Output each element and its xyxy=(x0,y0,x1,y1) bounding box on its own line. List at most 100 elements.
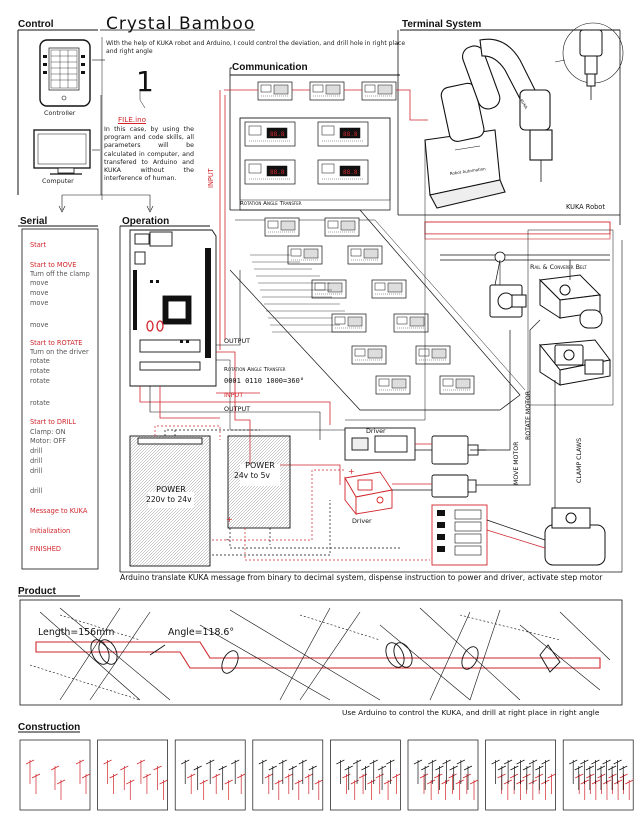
power-sub-1: 220v to 24v xyxy=(146,495,192,504)
serial-item: drill xyxy=(30,447,43,455)
construction-panel-8 xyxy=(562,739,634,811)
serial-item: Start to ROTATE xyxy=(30,339,83,347)
construction-panel-3 xyxy=(174,739,246,811)
serial-item: rotate xyxy=(30,367,50,375)
kuka-robot-label: KUKA Robot xyxy=(566,203,605,211)
serial-item: Motor: OFF xyxy=(30,437,67,445)
control-section xyxy=(17,29,154,213)
serial-item: move xyxy=(30,321,49,329)
power-24-5 xyxy=(227,435,291,529)
serial-item: Turn off the clamp xyxy=(30,270,90,278)
control-heading: Control xyxy=(18,19,54,30)
page-number: 1 xyxy=(136,65,154,98)
operation-heading: Operation xyxy=(122,216,170,227)
serial-item: Turn on the driver xyxy=(30,348,89,356)
construction-panel-2 xyxy=(97,739,168,811)
plus-sign-2: + xyxy=(348,467,355,476)
input-label-2: INPUT xyxy=(224,391,244,399)
serial-item: Start to DRILL xyxy=(30,418,76,426)
op-rotation-label: Rotation Angle Transfer xyxy=(224,367,286,373)
intro-text: With the help of KUKA robot and Arduino,… xyxy=(106,40,406,56)
construction-panels xyxy=(19,739,634,811)
bamboo-product xyxy=(29,607,611,701)
serial-item: rotate xyxy=(30,399,50,407)
serial-item: FINISHED xyxy=(30,545,62,553)
binary-value: 0001 0110 1000=360° xyxy=(224,377,305,385)
construction-heading: Construction xyxy=(18,722,81,733)
serial-heading: Serial xyxy=(20,216,48,227)
construction-panel-7 xyxy=(485,739,556,811)
power-220-24 xyxy=(129,435,211,567)
serial-item: drill xyxy=(30,467,43,475)
construction-panel-4 xyxy=(252,739,324,811)
plus-sign-1: + xyxy=(226,515,233,524)
power-label-1: POWER xyxy=(156,485,186,494)
computer-label: Computer xyxy=(42,177,74,185)
rail-drawing xyxy=(424,221,611,290)
operation-frame xyxy=(119,225,623,573)
page-title: Crystal Bamboo xyxy=(106,14,256,34)
kuka-robot-drawing: Robot Automation KUKA xyxy=(424,38,553,209)
communication-heading: Communication xyxy=(232,62,308,73)
arduino-board xyxy=(129,229,217,387)
operation-caption: Arduino translate KUKA message from bina… xyxy=(120,573,603,582)
comm-rotation-label: Rotation Angle Transfer xyxy=(240,201,302,207)
controller-label: Controller xyxy=(44,109,76,117)
signal-lines xyxy=(139,270,360,485)
move-motor-label: MOVE MOTOR xyxy=(513,441,520,485)
serial-item: drill xyxy=(30,487,43,495)
length-label: Length=156mm xyxy=(38,627,115,638)
driver-1 xyxy=(344,427,416,461)
serial-item: move xyxy=(30,299,49,307)
svg-text:KUKA: KUKA xyxy=(519,98,529,110)
file-label: FILE.ino xyxy=(118,115,147,124)
rotate-motor-label: ROTATE MOTOR xyxy=(525,390,532,440)
move-motor-drawing xyxy=(489,284,527,318)
power-label-2: POWER xyxy=(245,461,275,470)
serial-frame xyxy=(18,225,99,570)
clamp-drawing xyxy=(539,339,611,386)
driver-2 xyxy=(344,471,393,516)
motor-wires xyxy=(345,140,571,549)
angle-label: Angle=118.6° xyxy=(168,627,235,638)
serial-item: Clamp: ON xyxy=(30,428,66,436)
serial-item: Start to MOVE xyxy=(30,261,77,269)
serial-item: rotate xyxy=(30,357,50,365)
communication-frame xyxy=(219,67,428,350)
serial-item: Initialization xyxy=(30,527,71,535)
comm-input-label: INPUT xyxy=(207,168,215,188)
serial-item: drill xyxy=(30,457,43,465)
construction-panel-5 xyxy=(330,739,401,811)
driver-label-1: Driver xyxy=(366,427,386,435)
control-description: In this case, by using the program and c… xyxy=(104,126,194,183)
serial-item: move xyxy=(30,279,49,287)
product-heading: Product xyxy=(18,586,56,597)
terminal-heading: Terminal System xyxy=(402,19,482,30)
serial-item: Message to KUKA xyxy=(30,507,88,515)
product-frame xyxy=(18,595,623,706)
spindle-icon xyxy=(554,22,624,100)
power-wires xyxy=(154,425,430,561)
stepper-motor-2 xyxy=(431,474,477,498)
serial-item: Start xyxy=(30,241,47,249)
relay-board xyxy=(431,504,488,566)
computer-icon xyxy=(33,129,91,175)
product-caption: Use Arduino to control the KUKA, and dri… xyxy=(342,708,600,717)
svg-text:Robot Automation: Robot Automation xyxy=(449,166,486,176)
minus-sign-1: - xyxy=(226,535,229,544)
rail-label: Rail & Converer Belt xyxy=(530,263,587,271)
construction-panel-1 xyxy=(19,739,91,811)
controller-icon xyxy=(39,39,91,107)
clamp-motor-drawing xyxy=(544,507,606,566)
construction-panel-6 xyxy=(407,739,479,811)
clamp-claws-label: CLAMP CLAWS xyxy=(576,437,583,483)
serial-item: rotate xyxy=(30,377,50,385)
output-label-2: OUTPUT xyxy=(224,405,251,413)
output-label-1: OUTPUT xyxy=(224,337,251,345)
serial-item: move xyxy=(30,289,49,297)
rotate-motor-drawing xyxy=(538,274,603,329)
power-sub-2: 24v to 5v xyxy=(234,471,270,480)
driver-label-2: Driver xyxy=(352,517,372,525)
